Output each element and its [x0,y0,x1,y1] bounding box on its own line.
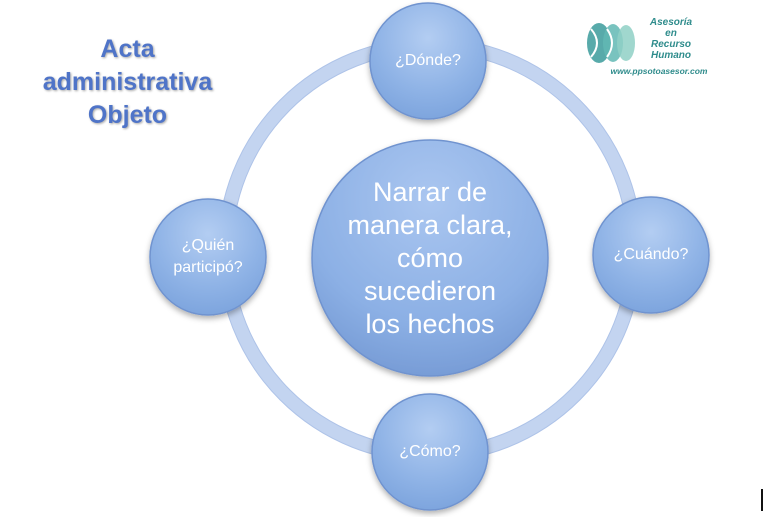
title-line-2: administrativa [42,68,213,96]
logo-name: Asesoría en Recurso Humano [631,17,711,61]
logo-url: www.ppsotoasesor.com [610,66,708,76]
node-top-label: ¿Dónde? [370,3,486,119]
logo-line-3: Recurso [650,39,691,50]
node-right-circle [592,196,710,314]
node-right-label: ¿Cuándo? [593,197,709,313]
logo-line-2: en [665,28,677,39]
node-bottom-circle [371,393,489,511]
edge-marker [761,489,763,511]
node-left-circle [149,198,267,316]
center-circle [311,139,549,377]
logo-emblem-icon [587,23,635,63]
slide-title: Acta administrativa Objeto [20,33,235,132]
company-logo: Asesoría en Recurso Humano www.ppsotoase… [583,17,733,81]
logo-line-4: Humano [651,50,691,61]
node-top-circle [369,2,487,120]
logo-line-1: Asesoría [649,17,693,28]
node-left-text: ¿Quién participó? [173,237,243,276]
center-text: Narrar de manera clara, cómo sucedieron … [322,150,538,366]
node-bottom-text: ¿Cómo? [399,443,461,460]
center-text-content: Narrar de manera clara, cómo sucedieron … [347,176,513,339]
node-top-text: ¿Dónde? [395,52,461,69]
title-line-3: Objeto [87,101,168,129]
node-right-text: ¿Cuándo? [613,246,689,263]
title-line-1: Acta [100,35,155,63]
node-left-label: ¿Quién participó? [150,199,266,315]
node-bottom-label: ¿Cómo? [372,394,488,510]
